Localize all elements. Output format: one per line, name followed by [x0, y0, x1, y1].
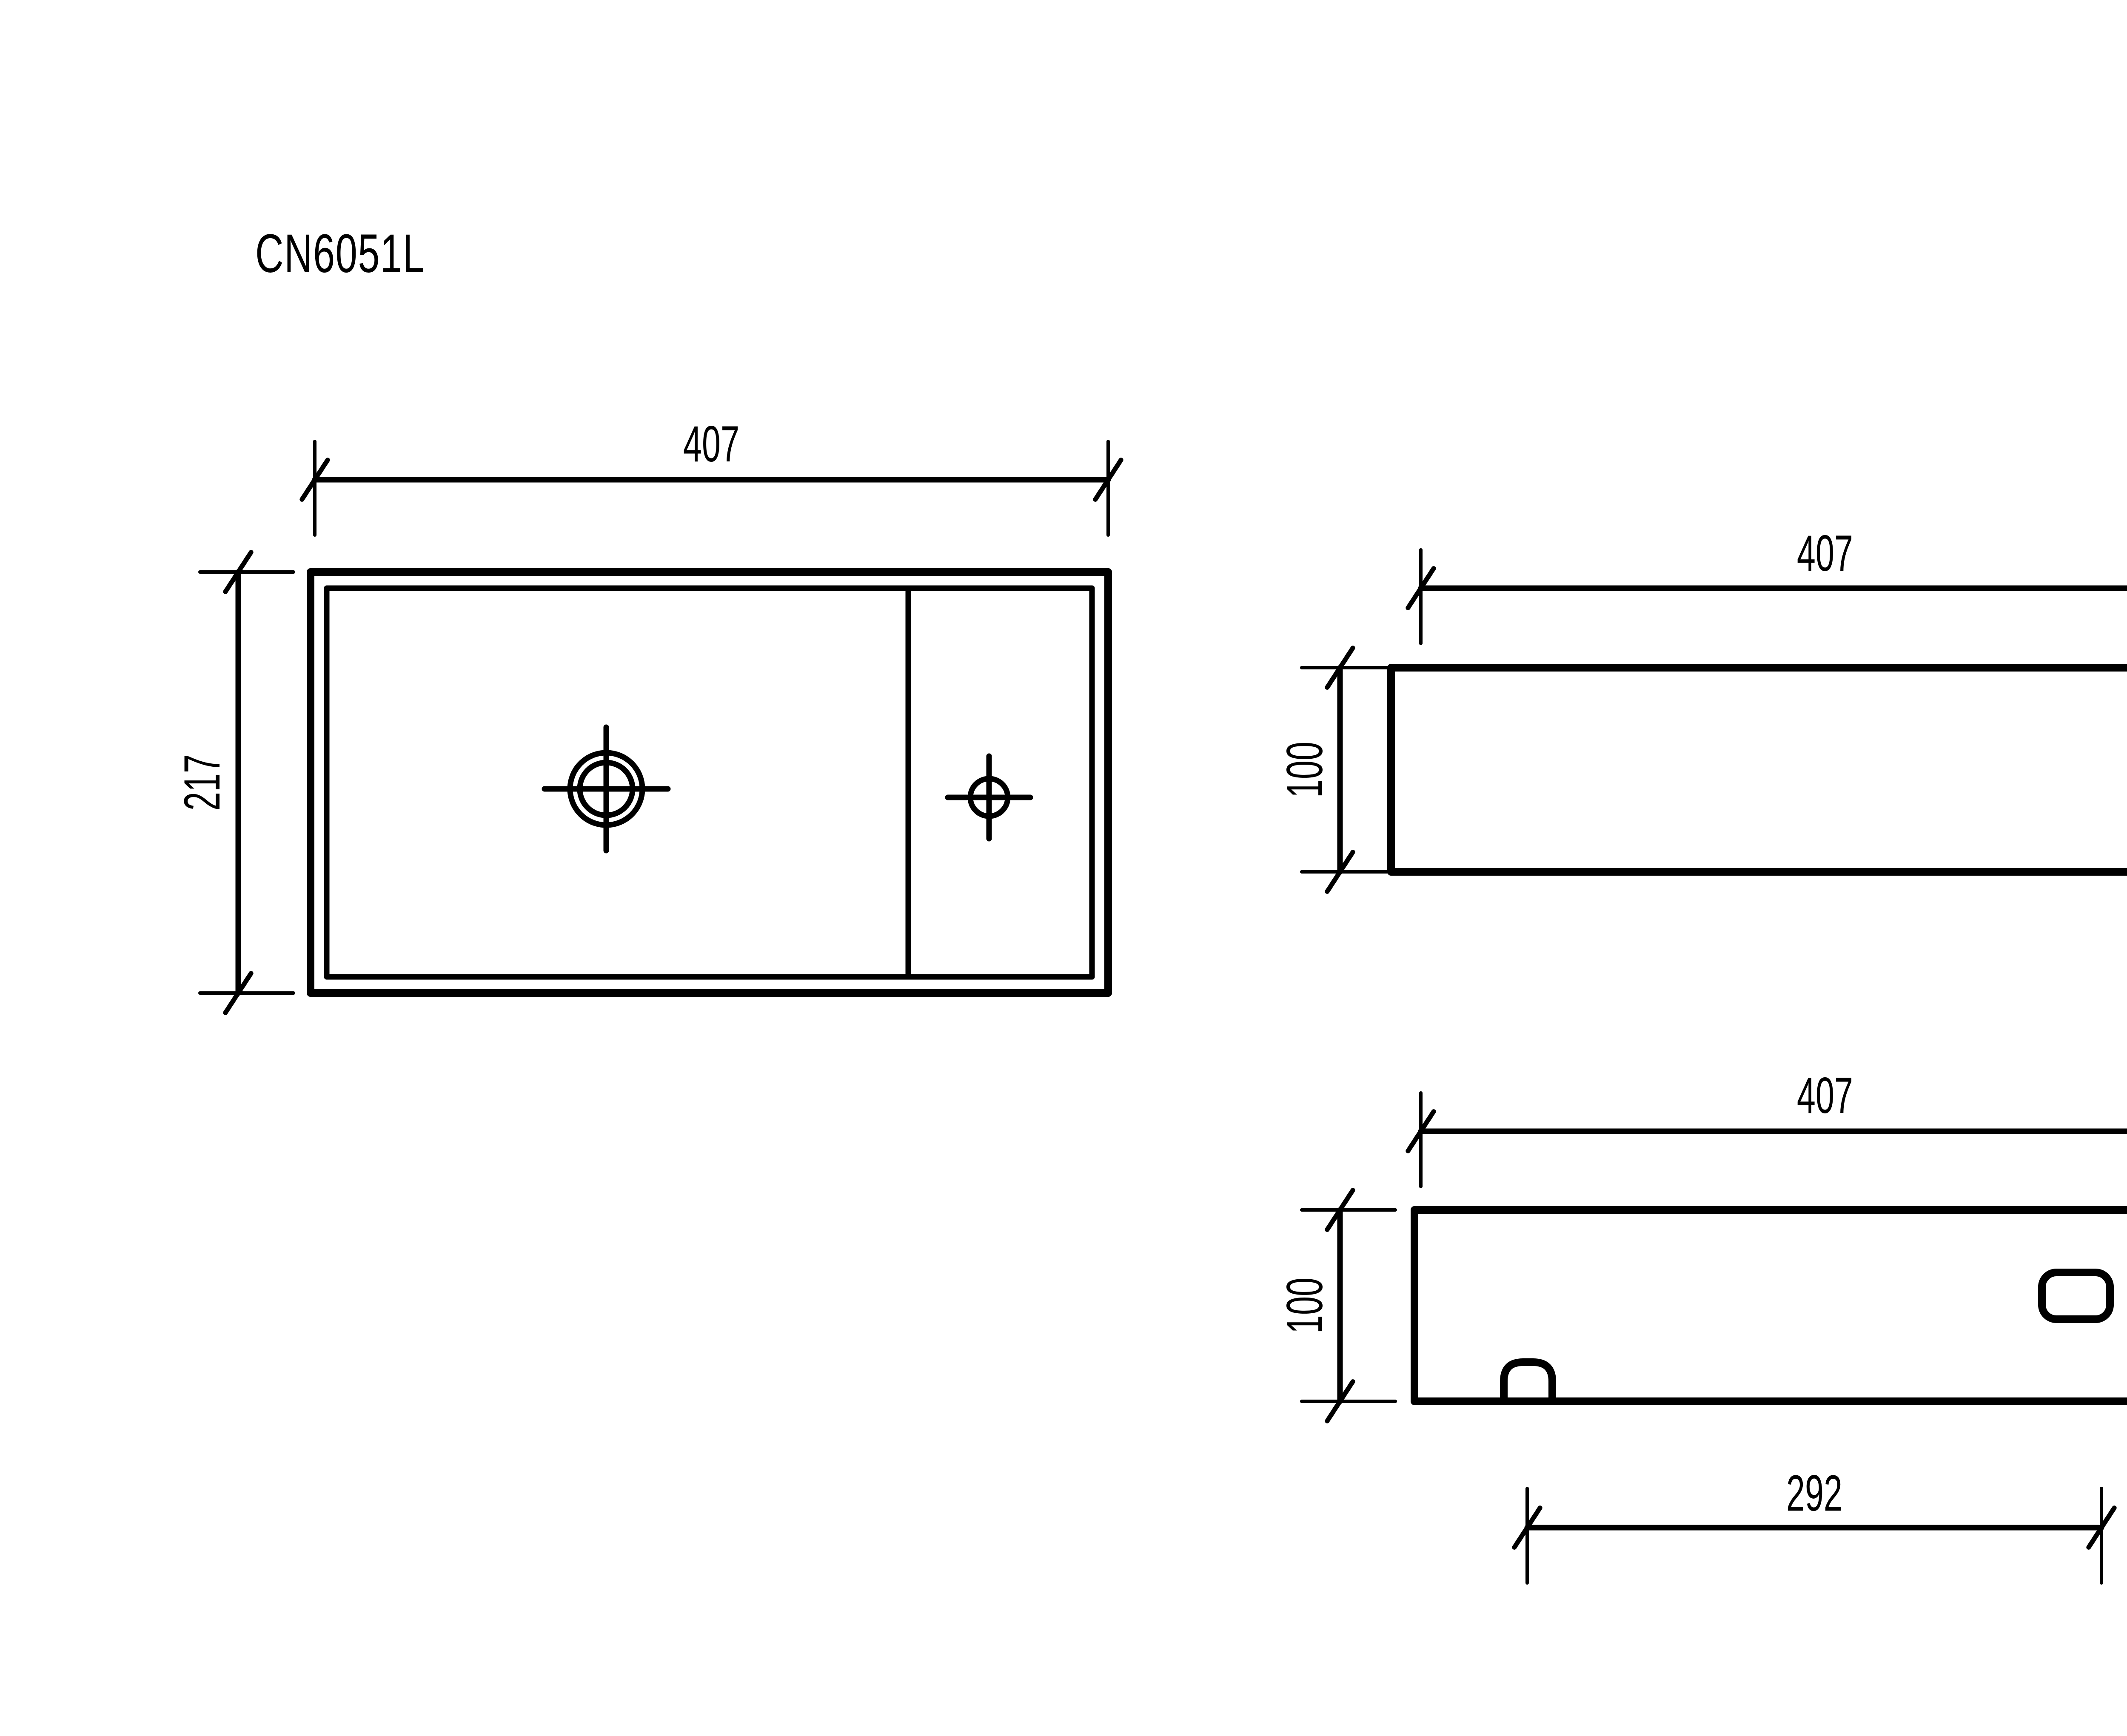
dimension-front-height — [1300, 646, 1397, 894]
dim-tick-start — [1325, 646, 1355, 690]
dimension-value-plan-depth: 217 — [173, 754, 231, 811]
dim-tick-end — [223, 971, 254, 1015]
dimension-front-width — [1406, 548, 2127, 645]
dim-tick-start — [1325, 1188, 1355, 1232]
rear-elevation-outline — [1411, 1206, 2127, 1405]
dimension-plan-width — [299, 440, 1123, 537]
overflow-notch-arch — [1500, 1358, 1556, 1401]
front-elevation-view — [1300, 548, 2127, 894]
dim-tick-end — [1093, 458, 1123, 502]
dim-tick-start — [1512, 1505, 1543, 1550]
dimension-value-rear-width: 407 — [1797, 1067, 1853, 1124]
dimension-value-front-width: 407 — [1797, 524, 1853, 582]
bracket-slot-hole — [2038, 1269, 2114, 1323]
top-plan-view — [198, 440, 1123, 1015]
faucet-hole-icon — [945, 753, 1033, 842]
dimension-value-rear-bracket-offset: 292 — [1786, 1464, 1842, 1522]
drain-hole-icon — [542, 724, 671, 854]
dimension-labels-layer: 407 217 407 100 407 100 292 — [173, 415, 1853, 1522]
plan-view-outline — [307, 568, 1112, 997]
plan-inner-outline — [324, 585, 1095, 980]
dim-tick-start — [1406, 566, 1436, 610]
dim-tick-start — [299, 458, 330, 502]
dimension-value-front-height: 100 — [1276, 742, 1333, 798]
dim-tick-end — [2086, 1505, 2117, 1550]
page-title: CN6051L — [255, 223, 425, 284]
dim-tick-end — [1325, 850, 1355, 894]
dim-tick-start — [1406, 1109, 1436, 1153]
dim-tick-start — [223, 550, 254, 594]
dimension-rear-width — [1406, 1091, 2127, 1188]
drawing-title-group: CN6051L — [255, 223, 425, 284]
dimension-value-rear-height: 100 — [1276, 1278, 1333, 1334]
dimension-plan-depth — [198, 550, 295, 1015]
dimension-rear-bracket-offset — [1512, 1487, 2117, 1585]
rear-elevation-view — [1300, 1091, 2127, 1585]
dimension-rear-height — [1300, 1188, 1397, 1423]
dim-tick-end — [1325, 1379, 1355, 1423]
dimension-value-plan-width: 407 — [683, 415, 739, 472]
front-elevation-outline — [1387, 664, 2127, 876]
